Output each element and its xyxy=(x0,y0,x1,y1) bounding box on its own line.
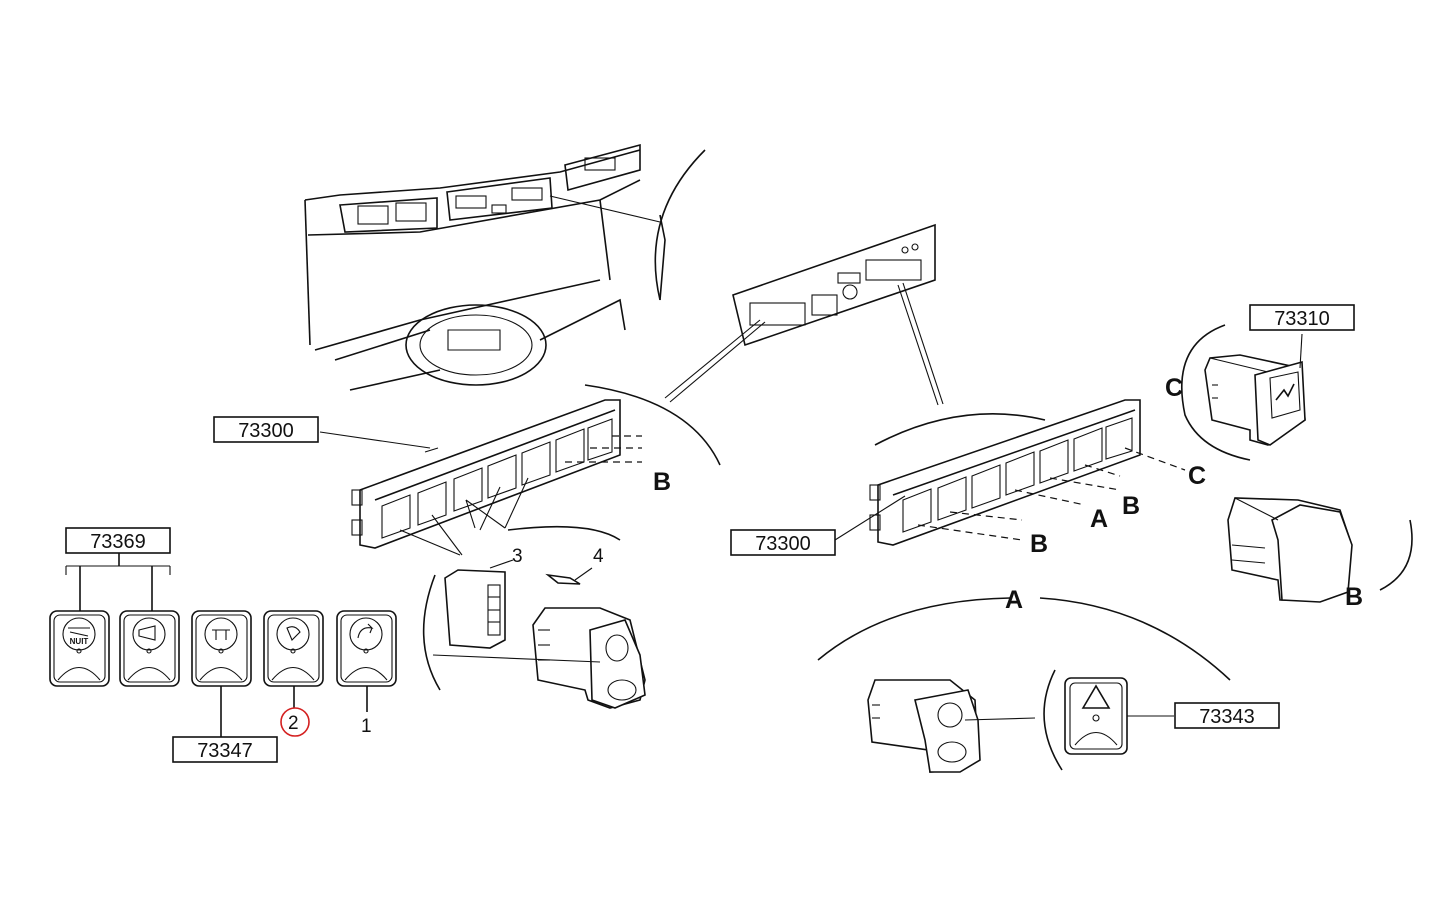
letter-b-left: B xyxy=(653,468,671,496)
item-number-1: 1 xyxy=(361,716,372,737)
left-switch-housing xyxy=(319,384,721,556)
switch-cap-nuit xyxy=(49,610,110,687)
letter-b-right-lower: B xyxy=(1030,530,1048,558)
detail-group-a xyxy=(817,597,1231,773)
letter-c-detail: C xyxy=(1165,374,1183,402)
nuit-label: NUIT xyxy=(70,637,89,646)
switch-cap-row xyxy=(49,610,397,687)
svg-text:73300: 73300 xyxy=(755,533,811,555)
ref-box-73300-right: 73300 xyxy=(730,529,836,556)
item-number-4: 4 xyxy=(593,546,604,567)
letter-a-right: A xyxy=(1090,505,1108,533)
svg-text:73310: 73310 xyxy=(1274,308,1330,330)
item-number-3: 3 xyxy=(512,546,523,567)
switch-cap-4 xyxy=(263,610,324,687)
letter-b-right-upper: B xyxy=(1122,492,1140,520)
ref-box-73369: 73369 xyxy=(65,527,171,554)
switch-cap-5 xyxy=(336,610,397,687)
switch-detail-c xyxy=(1181,324,1306,461)
letter-c-right: C xyxy=(1188,462,1206,490)
switch-detail-b xyxy=(1227,497,1413,603)
cab-dashboard-illustration xyxy=(304,143,706,391)
switch-cap-3 xyxy=(191,610,252,687)
svg-text:73347: 73347 xyxy=(197,740,253,762)
ref-box-73300-left: 73300 xyxy=(213,416,319,443)
right-switch-housing xyxy=(834,399,1186,546)
svg-text:73300: 73300 xyxy=(238,420,294,442)
overhead-panel-illustration xyxy=(664,223,944,406)
switch-cap-horn xyxy=(119,610,180,687)
connector-and-clip xyxy=(422,525,621,691)
letter-a-detail: A xyxy=(1005,586,1023,614)
highlight-circle xyxy=(280,707,310,737)
svg-text:73343: 73343 xyxy=(1199,706,1255,728)
ref-box-73343: 73343 xyxy=(1174,702,1280,729)
svg-text:73369: 73369 xyxy=(90,531,146,553)
item-number-2: 2 xyxy=(288,713,299,734)
letter-b-detail: B xyxy=(1345,583,1363,611)
center-rocker-switch xyxy=(432,607,646,709)
ref-box-73347: 73347 xyxy=(172,736,278,763)
ref-box-73310: 73310 xyxy=(1249,304,1355,331)
